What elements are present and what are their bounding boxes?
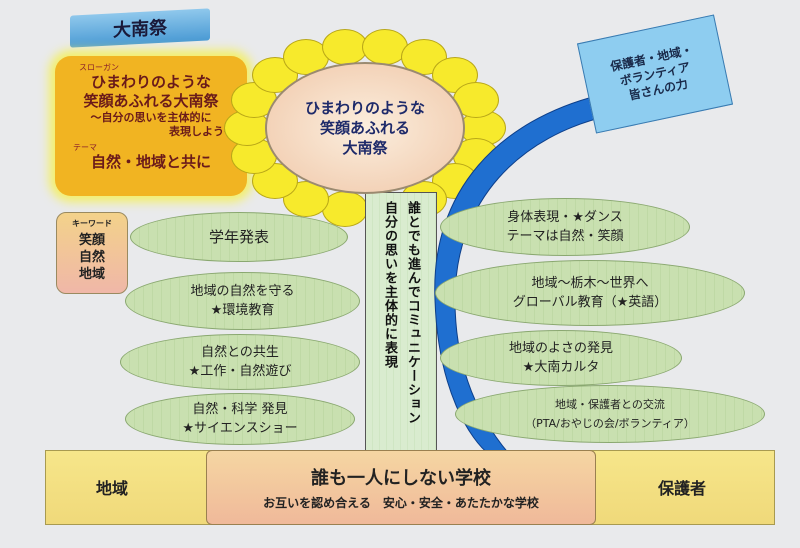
- leaf-nature-coexistence: 自然との共生 ★工作・自然遊び: [120, 334, 360, 390]
- leaf-karuta: 地域のよさの発見 ★大南カルタ: [440, 330, 682, 386]
- leaf-text: ★サイエンスショー: [182, 421, 298, 436]
- leaf-grade-presentation: 学年発表: [130, 212, 348, 262]
- leaf-text: 地域の自然を守る: [190, 284, 295, 299]
- leaf-text: グローバル教育（★英語）: [512, 295, 668, 310]
- keyword-item: 地域: [78, 267, 105, 282]
- leaf-text: 身体表現・★ダンス: [507, 210, 623, 225]
- theme-text: 自然・地域と共に: [90, 153, 211, 171]
- leaf-science: 自然・科学 発見 ★サイエンスショー: [125, 393, 355, 445]
- slogan-label: スローガン: [79, 63, 119, 72]
- flower-line2: 笑顔あふれる: [319, 119, 410, 137]
- slogan-line3: ～自分の思いを主体的に: [90, 111, 212, 124]
- leaf-text: テーマは自然・笑顔: [506, 229, 624, 244]
- leaf-text: 地域～栃木～世界へ: [531, 276, 649, 291]
- theme-label: テーマ: [73, 143, 97, 152]
- leaf-community-exchange: 地域・保護者との交流 （PTA/おやじの会/ボランティア）: [455, 385, 765, 443]
- keyword-label: キーワード: [72, 219, 112, 228]
- leaf-text: 自然との共生: [201, 345, 279, 360]
- stem-text-expression: 自分の思いを主体的に表現: [382, 201, 397, 369]
- keyword-item: 自然: [78, 250, 105, 265]
- leaf-text: 地域のよさの発見: [508, 341, 613, 356]
- leaf-dance: 身体表現・★ダンステーマは自然・笑顔: [440, 198, 690, 256]
- community-label: 地域: [96, 479, 129, 498]
- flower-line3: 大南祭: [342, 139, 388, 157]
- leaf-global-education: 地域～栃木～世界へグローバル教育（★英語）: [435, 260, 745, 326]
- slogan-line4: 表現しよう～: [169, 125, 235, 138]
- leaf-text: 地域・保護者との交流: [555, 398, 665, 411]
- leaf-environment: 地域の自然を守る ★環境教育: [125, 272, 360, 330]
- leaf-text: ★大南カルタ: [522, 360, 600, 375]
- school-motto-box: 誰も一人にしない学校 お互いを認め合える 安心・安全・あたたかな学校: [206, 450, 596, 525]
- petal: [362, 29, 409, 66]
- keyword-item: 笑顔: [78, 233, 105, 248]
- sunflower-center: ひまわりのような 笑顔あふれる 大南祭: [265, 62, 465, 194]
- guardians-label: 保護者: [658, 479, 707, 498]
- leaf-text: （PTA/おやじの会/ボランティア）: [525, 417, 695, 430]
- motto-title: 誰も一人にしない学校: [311, 468, 491, 489]
- leaf-text: ★環境教育: [210, 303, 275, 318]
- slogan-line1: ひまわりのような: [90, 73, 211, 91]
- motto-subtitle: お互いを認め合える 安心・安全・あたたかな学校: [263, 496, 539, 510]
- keyword-box: キーワード 笑顔 自然 地域: [56, 212, 128, 294]
- leaf-text: ★工作・自然遊び: [188, 364, 292, 379]
- leaf-text: 学年発表: [208, 227, 269, 246]
- slogan-line2: 笑顔あふれる大南祭: [83, 92, 219, 110]
- leaf-text: 自然・科学 発見: [192, 402, 288, 417]
- flower-line1: ひまわりのような: [304, 99, 425, 117]
- slogan-box: スローガン ひまわりのような 笑顔あふれる大南祭 ～自分の思いを主体的に 表現し…: [55, 56, 247, 196]
- stem-text-communication: 誰とでも進んでコミュニケーション: [405, 201, 420, 425]
